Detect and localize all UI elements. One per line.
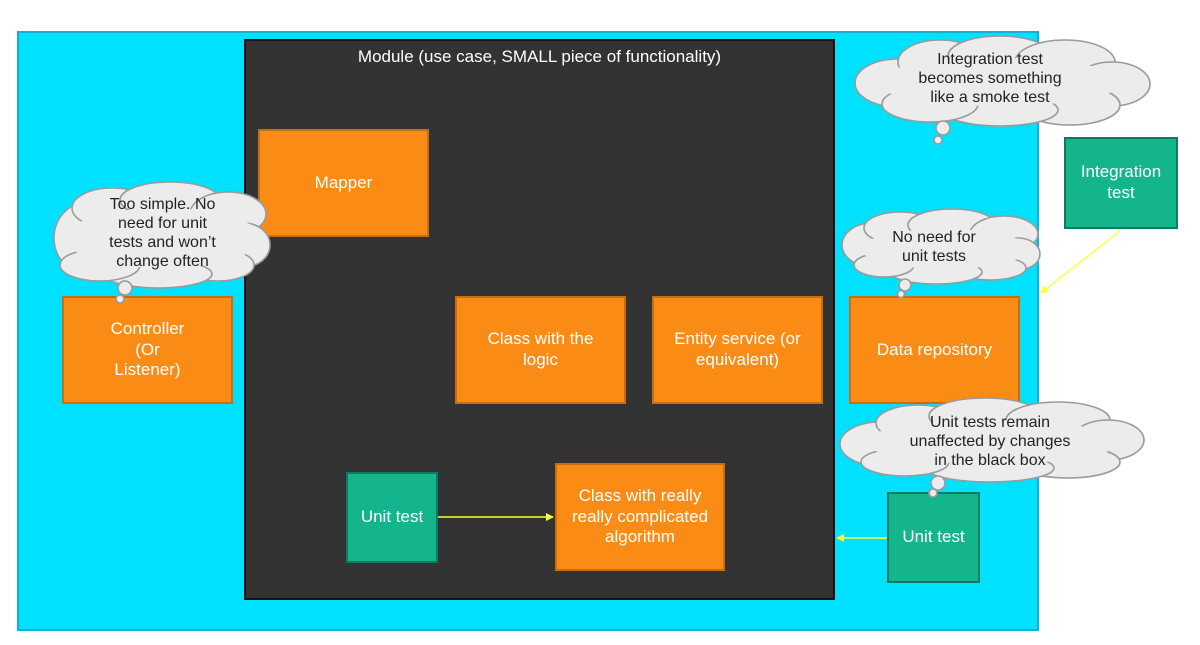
mapper-label: Mapper — [314, 172, 373, 192]
controller-box: Controller (Or Listener) — [62, 296, 233, 404]
data-repository-box: Data repository — [849, 296, 1020, 404]
unit-test-outer-box: Unit test — [887, 492, 980, 583]
controller-label: Controller (Or Listener) — [110, 318, 185, 380]
entity-service-box: Entity service (or equivalent) — [652, 296, 823, 404]
cloud-controller-note — [53, 181, 271, 304]
class-logic-label: Class with the logic — [487, 329, 594, 369]
class-logic-box: Class with the logic — [455, 296, 626, 404]
complicated-algorithm-label: Class with really really complicated alg… — [571, 485, 709, 547]
cloud-repository-note — [841, 208, 1041, 299]
cloud-repository-text: No need for unit tests — [892, 229, 976, 265]
cloud-unit-text: Unit tests remain unaffected by changes … — [909, 414, 1071, 469]
cloud-controller-text: Too simple. No need for unit tests and w… — [109, 196, 216, 270]
integration-test-box: Integration test — [1064, 137, 1178, 229]
integration-test-label: Integration test — [1080, 162, 1162, 202]
cloud-integration-text: Integration test becomes something like … — [918, 51, 1062, 106]
unit-test-inner-box: Unit test — [346, 472, 438, 563]
module-title: Module (use case, SMALL piece of functio… — [357, 47, 722, 66]
mapper-box: Mapper — [258, 129, 429, 237]
cloud-unit-note — [839, 397, 1145, 498]
complicated-algorithm-box: Class with really really complicated alg… — [555, 463, 725, 571]
unit-test-outer-label: Unit test — [902, 527, 965, 547]
arrow-integration-to-repository — [1040, 230, 1121, 294]
entity-service-label: Entity service (or equivalent) — [674, 329, 801, 369]
unit-test-inner-label: Unit test — [360, 507, 424, 527]
cloud-integration-note — [854, 35, 1151, 145]
data-repository-label: Data repository — [876, 339, 993, 359]
